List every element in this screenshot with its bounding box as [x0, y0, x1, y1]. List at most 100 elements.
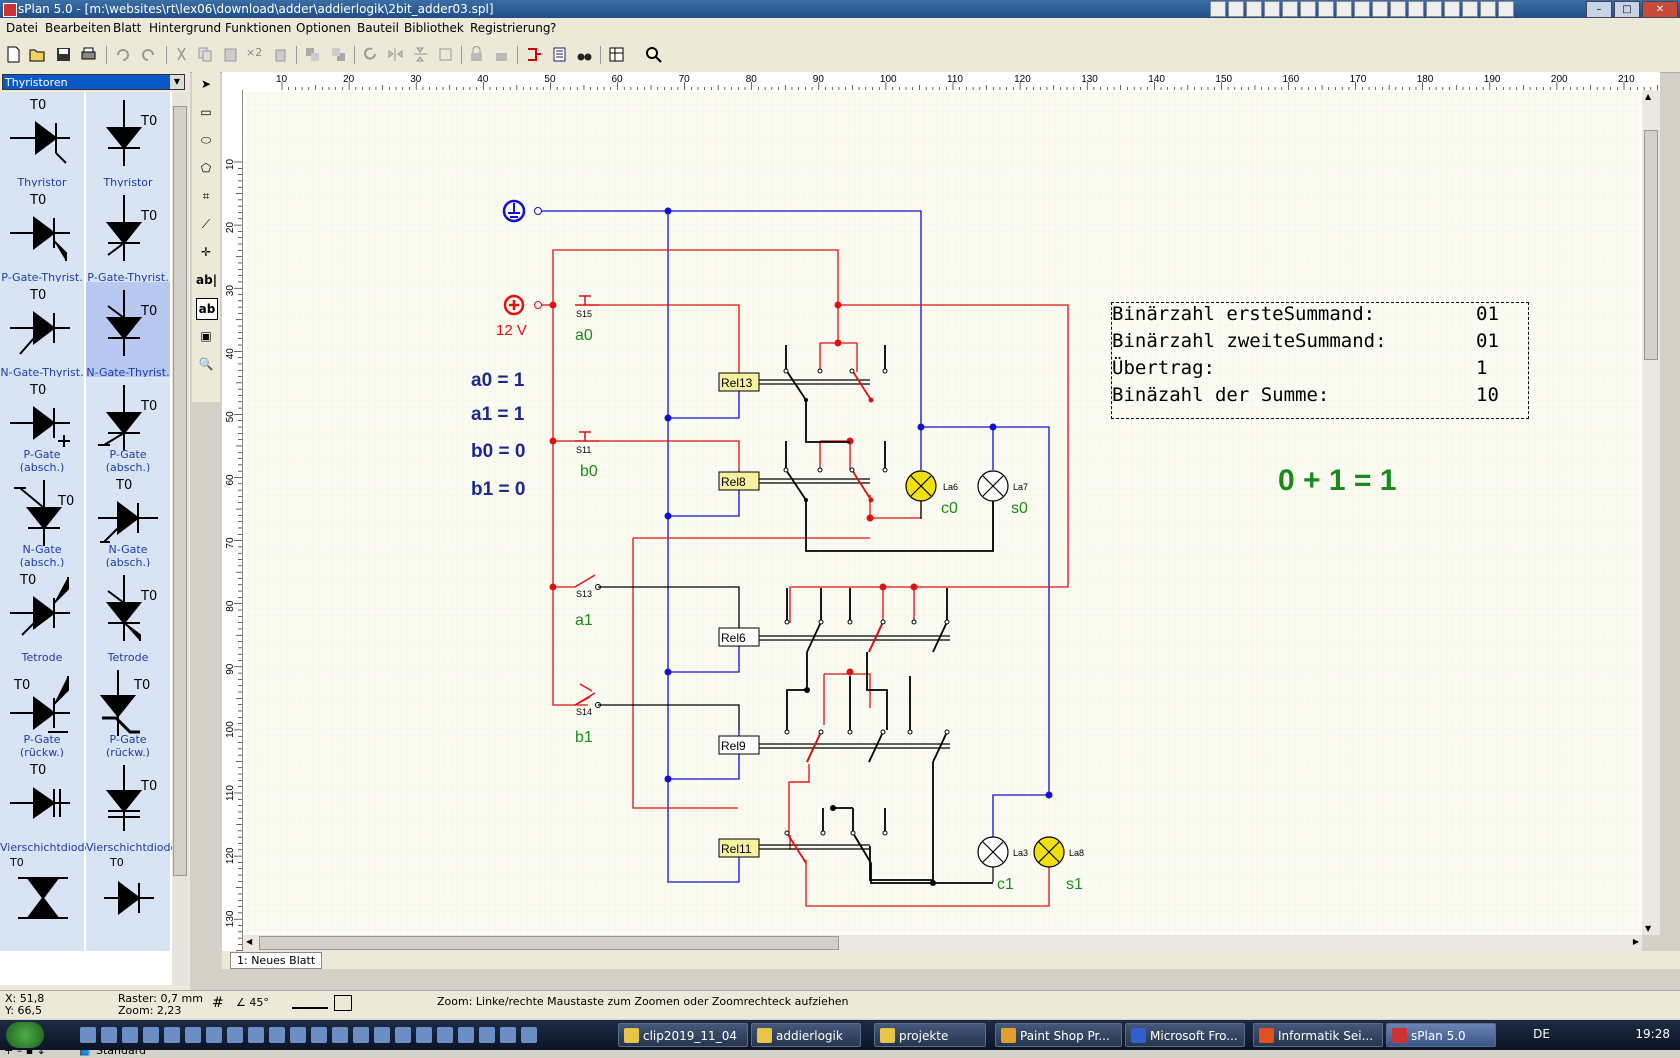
- sheet-tab[interactable]: 1: Neues Blatt: [230, 952, 323, 969]
- align-icon[interactable]: [437, 46, 454, 63]
- quicklaunch-icon[interactable]: [395, 1027, 411, 1043]
- menu-bearbeiten[interactable]: Bearbeiten: [45, 21, 111, 35]
- unlock-icon[interactable]: [493, 46, 510, 63]
- quicklaunch-icon[interactable]: [185, 1027, 201, 1043]
- bezier-tool-icon[interactable]: ⌗: [202, 189, 210, 203]
- copy-icon[interactable]: [197, 46, 214, 63]
- binoculars-icon[interactable]: [576, 46, 593, 63]
- zoom-icon[interactable]: [645, 46, 662, 63]
- library-item[interactable]: T0 Vierschichtdiode: [86, 757, 172, 857]
- drawing-canvas[interactable]: 12 V S15 S11 S13 S14 a0 b0 a1 b1 a0 = 1 …: [243, 90, 1642, 935]
- menu-bauteil[interactable]: Bauteil: [357, 21, 399, 35]
- taskbar-item[interactable]: sPlan 5.0: [1386, 1023, 1496, 1047]
- quicklaunch-icon[interactable]: [269, 1027, 285, 1043]
- result-text-box[interactable]: Binärzahl ersteSummand: 01 Binärzahl zwe…: [1111, 302, 1529, 419]
- library-item[interactable]: T0 P-Gate (absch.): [0, 377, 85, 477]
- quicklaunch-icon[interactable]: [227, 1027, 243, 1043]
- fill-style-icon[interactable]: [334, 995, 352, 1011]
- taskbar-item[interactable]: Microsoft Fro...: [1125, 1023, 1245, 1047]
- quicklaunch-icon[interactable]: [479, 1027, 495, 1043]
- text-tool-icon[interactable]: ab|: [196, 273, 218, 287]
- canvas-vertical-scrollbar[interactable]: ▲ ▼: [1642, 90, 1660, 935]
- junction-tool-icon[interactable]: ✛: [200, 245, 212, 259]
- quicklaunch-icon[interactable]: [500, 1027, 516, 1043]
- quicklaunch-icon[interactable]: [311, 1027, 327, 1043]
- quicklaunch-icon[interactable]: [374, 1027, 390, 1043]
- library-item[interactable]: T0 N-Gate (absch.): [86, 472, 171, 572]
- tray-icon[interactable]: [1210, 1, 1226, 17]
- lock-icon[interactable]: [468, 46, 485, 63]
- taskbar-item[interactable]: addierlogik: [751, 1023, 861, 1047]
- library-item[interactable]: T0 Thyristor: [86, 92, 171, 192]
- language-indicator[interactable]: DE: [1533, 1027, 1550, 1041]
- polygon-tool-icon[interactable]: ⬠: [200, 161, 212, 175]
- quicklaunch-icon[interactable]: [101, 1027, 117, 1043]
- quicklaunch-icon[interactable]: [353, 1027, 369, 1043]
- tray-icon[interactable]: [1444, 1, 1460, 17]
- quicklaunch-icon[interactable]: [290, 1027, 306, 1043]
- pointer-icon[interactable]: ➤: [200, 77, 212, 91]
- line-style-icon[interactable]: [292, 995, 328, 1009]
- close-button[interactable]: ✕: [1642, 1, 1678, 18]
- quicklaunch-icon[interactable]: [416, 1027, 432, 1043]
- image-tool-icon[interactable]: ▣: [200, 329, 212, 343]
- rotate-icon[interactable]: [362, 46, 379, 63]
- start-button[interactable]: [6, 1022, 44, 1048]
- tray-icon[interactable]: [1246, 1, 1262, 17]
- quicklaunch-icon[interactable]: [248, 1027, 264, 1043]
- tray-icon[interactable]: [1390, 1, 1406, 17]
- library-item[interactable]: T0 Tetrode: [0, 567, 85, 667]
- paste-icon[interactable]: [222, 46, 239, 63]
- library-item[interactable]: T0 P-Gate (absch.): [86, 377, 171, 477]
- library-item[interactable]: T0 P-Gate-Thyrist.: [86, 187, 171, 287]
- quicklaunch-icon[interactable]: [206, 1027, 222, 1043]
- quicklaunch-icon[interactable]: [521, 1027, 537, 1043]
- quicklaunch-icon[interactable]: [437, 1027, 453, 1043]
- library-item[interactable]: T0 N-Gate (absch.): [0, 472, 85, 572]
- taskbar-item[interactable]: Informatik Sei...: [1253, 1023, 1383, 1047]
- library-item[interactable]: T0 P-Gate (rückw.): [86, 662, 171, 762]
- tray-icon[interactable]: [1264, 1, 1280, 17]
- tray-icon[interactable]: [1408, 1, 1424, 17]
- bring-front-icon[interactable]: [304, 46, 321, 63]
- menu-hintergrund[interactable]: Hintergrund: [149, 21, 222, 35]
- duplicate-icon[interactable]: ×2: [246, 46, 263, 59]
- library-item[interactable]: T0: [0, 852, 85, 952]
- library-scrollbar[interactable]: [172, 92, 188, 985]
- maximize-button[interactable]: □: [1614, 1, 1640, 18]
- tray-icon[interactable]: [1282, 1, 1298, 17]
- save-icon[interactable]: [55, 46, 72, 63]
- menu-registrierung[interactable]: Registrierung: [470, 21, 551, 35]
- quicklaunch-icon[interactable]: [80, 1027, 96, 1043]
- library-item[interactable]: T0 N-Gate-Thyrist.: [86, 282, 171, 382]
- tray-icon[interactable]: [1318, 1, 1334, 17]
- menu-bibliothek[interactable]: Bibliothek: [404, 21, 464, 35]
- library-item[interactable]: T0 N-Gate-Thyrist.: [0, 282, 85, 382]
- taskbar-item[interactable]: clip2019_11_04: [618, 1023, 748, 1047]
- library-item[interactable]: T0 Tetrode: [86, 567, 171, 667]
- scroll-right-icon[interactable]: ▶: [1632, 937, 1639, 946]
- taskbar-item[interactable]: projekte: [874, 1023, 986, 1047]
- open-folder-icon[interactable]: [29, 46, 46, 63]
- menu-datei[interactable]: Datei: [6, 21, 39, 35]
- send-back-icon[interactable]: [330, 46, 347, 63]
- tray-icon[interactable]: [1354, 1, 1370, 17]
- quicklaunch-icon[interactable]: [143, 1027, 159, 1043]
- parts-list-icon[interactable]: [551, 46, 568, 63]
- menu-help[interactable]: ?: [550, 21, 557, 35]
- tray-icon[interactable]: [1462, 1, 1478, 17]
- menu-optionen[interactable]: Optionen: [296, 21, 352, 35]
- scroll-up-icon[interactable]: ▲: [1645, 92, 1652, 101]
- library-item[interactable]: T0 P-Gate (rückw.): [0, 662, 85, 762]
- tray-icon[interactable]: [1498, 1, 1514, 17]
- tray-icon[interactable]: [1300, 1, 1316, 17]
- rectangle-tool-icon[interactable]: ▭: [200, 105, 212, 119]
- mirror-v-icon[interactable]: [412, 46, 429, 63]
- library-item[interactable]: T0 Vierschichtdiode: [0, 757, 91, 857]
- library-category-select[interactable]: Thyristoren ▼: [2, 74, 185, 90]
- canvas-horizontal-scrollbar[interactable]: ◀ ▶: [243, 935, 1642, 951]
- scroll-down-icon[interactable]: ▼: [1645, 924, 1652, 933]
- angle-icon[interactable]: ∠ 45°: [236, 996, 269, 1009]
- delete-icon[interactable]: [272, 46, 289, 63]
- library-item[interactable]: T0 Thyristor: [0, 92, 85, 192]
